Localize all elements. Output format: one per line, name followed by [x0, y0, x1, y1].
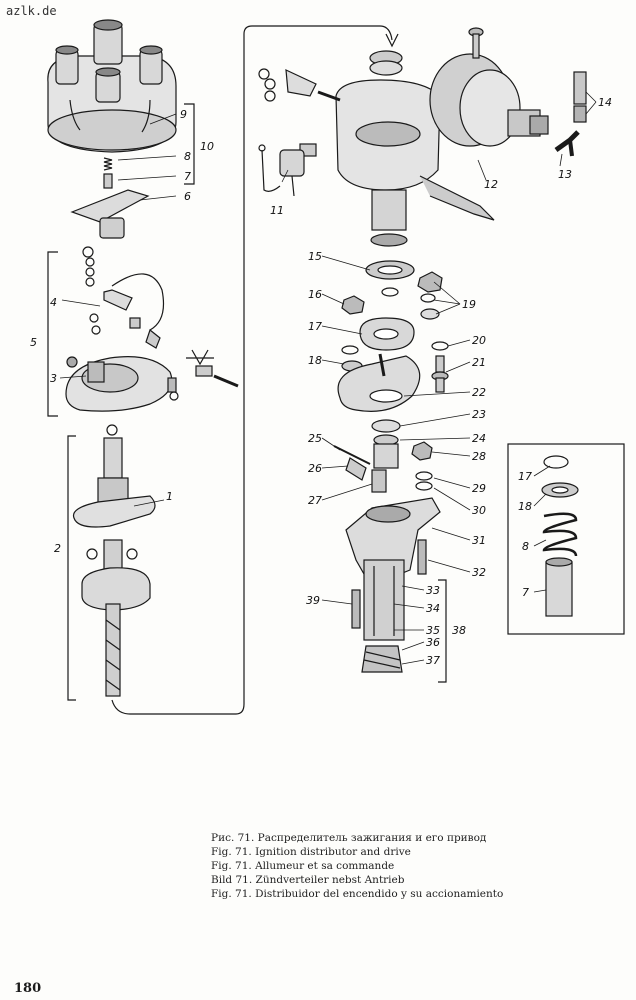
label-18: 18 — [308, 354, 322, 367]
label-20: 20 — [472, 334, 486, 347]
distributor-housing — [335, 50, 495, 247]
label-34: 34 — [426, 602, 440, 615]
caption-spanish: Fig. 71. Distribuidor del encendido y su… — [211, 888, 504, 900]
assembly-arrow — [111, 25, 393, 715]
label-25: 25 — [308, 432, 322, 445]
label-19: 19 — [462, 298, 476, 311]
vacuum-elbow — [554, 130, 580, 157]
label-4: 4 — [50, 296, 57, 309]
inset-label-17: 17 — [518, 470, 532, 483]
drive-shaft-parts — [333, 419, 433, 493]
label-12: 12 — [484, 178, 498, 191]
distributor-cap — [47, 19, 177, 153]
label-39: 39 — [306, 594, 320, 607]
label-24: 24 — [472, 432, 486, 445]
nuts-19 — [417, 271, 443, 320]
sleeves — [573, 71, 587, 123]
breaker-plate-assembly — [65, 246, 239, 412]
caption-french: Fig. 71. Allumeur et sa commande — [211, 860, 395, 872]
top-screw — [468, 27, 484, 59]
vacuum-advance-unit — [429, 53, 549, 147]
label-23: 23 — [472, 408, 486, 421]
label-10: 10 — [200, 140, 214, 153]
label-5: 5 — [30, 336, 37, 349]
governor-shaft — [81, 539, 151, 697]
label-bracket-10 — [184, 103, 195, 185]
carbon-brush-spring — [103, 157, 113, 189]
inset-box — [507, 443, 625, 635]
part-labels: 1 2 3 4 5 6 7 8 9 10 11 12 13 14 15 16 1… — [30, 96, 612, 667]
leader-lines — [59, 91, 597, 665]
label-bracket-5 — [47, 251, 58, 417]
figure-captions: Рис. 71. Распределитель зажигания и его … — [211, 831, 611, 901]
label-36: 36 — [426, 636, 440, 649]
drive-housing — [345, 497, 441, 673]
page-number: 180 — [14, 981, 42, 996]
label-26: 26 — [308, 462, 322, 475]
label-15: 15 — [308, 250, 322, 263]
label-33: 33 — [426, 584, 440, 597]
label-17: 17 — [308, 320, 322, 333]
label-2: 2 — [54, 542, 61, 555]
label-28: 28 — [472, 450, 486, 463]
bolt-20-21 — [431, 341, 449, 393]
label-22: 22 — [472, 386, 486, 399]
inset-label-8: 8 — [522, 540, 529, 553]
label-37: 37 — [426, 654, 440, 667]
label-32: 32 — [472, 566, 486, 579]
label-16: 16 — [308, 288, 322, 301]
drive-gaskets-and-nuts — [337, 260, 421, 412]
watermark-text: azlk.de — [6, 4, 57, 18]
screws-and-washers — [258, 68, 341, 157]
inset-label-18: 18 — [518, 500, 532, 513]
label-11: 11 — [270, 204, 284, 217]
label-3: 3 — [50, 372, 57, 385]
label-9: 9 — [180, 108, 187, 121]
condenser — [258, 144, 305, 197]
label-38: 38 — [452, 624, 466, 637]
label-14: 14 — [598, 96, 612, 109]
caption-english: Fig. 71. Ignition distributor and drive — [211, 846, 411, 858]
label-35: 35 — [426, 624, 440, 637]
label-bracket-38 — [438, 579, 447, 683]
label-29: 29 — [472, 482, 486, 495]
label-7: 7 — [184, 170, 191, 183]
rotor — [70, 189, 150, 239]
distributor-shaft — [72, 424, 156, 528]
arrow-head — [385, 33, 399, 48]
label-31: 31 — [472, 534, 486, 547]
label-21: 21 — [472, 356, 486, 369]
label-bracket-2 — [67, 435, 76, 701]
caption-russian: Рис. 71. Распределитель зажигания и его … — [211, 832, 487, 844]
caption-german: Bild 71. Zündverteiler nebst Antrieb — [211, 874, 405, 886]
label-30: 30 — [472, 504, 486, 517]
label-1: 1 — [166, 490, 173, 503]
inset-label-7: 7 — [522, 586, 529, 599]
label-13: 13 — [558, 168, 572, 181]
label-27: 27 — [308, 494, 322, 507]
label-6: 6 — [184, 190, 191, 203]
label-8: 8 — [184, 150, 191, 163]
